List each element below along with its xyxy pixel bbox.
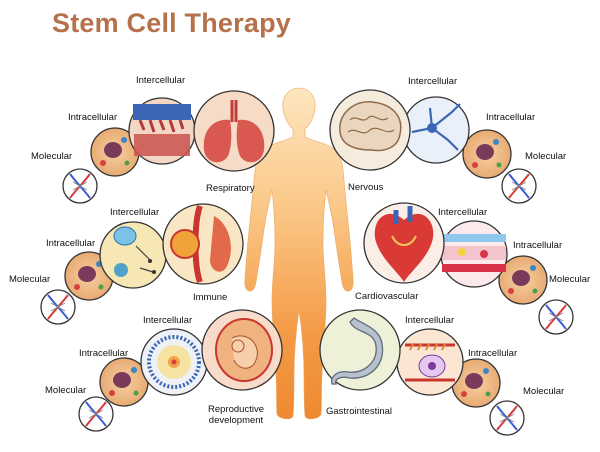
- intercellular-circle-reproductive: [140, 328, 208, 396]
- label-molecular-respiratory: Molecular: [31, 151, 73, 162]
- organ-circle-gastrointestinal: [319, 309, 401, 391]
- label-intercellular-respiratory: Intercellular: [136, 75, 186, 86]
- human-body-silhouette: [244, 87, 354, 420]
- intercellular-circle-nervous: [402, 96, 470, 164]
- label-intracellular-gastrointestinal: Intracellular: [468, 348, 518, 359]
- label-system-reproductive: Reproductive development: [200, 404, 272, 426]
- dna-circle-left-2: [40, 289, 76, 325]
- label-system-nervous: Nervous: [348, 182, 384, 193]
- label-system-cardiovascular: Cardiovascular: [355, 291, 419, 302]
- cell-circle-left-1: [90, 127, 140, 177]
- label-system-respiratory: Respiratory: [206, 183, 255, 194]
- cell-circle-right-2: [498, 255, 548, 305]
- intercellular-circle-immune: [99, 221, 167, 289]
- label-intracellular-nervous: Intracellular: [486, 112, 536, 123]
- label-intercellular-reproductive: Intercellular: [143, 315, 193, 326]
- dna-circle-left-1: [62, 168, 98, 204]
- intercellular-circle-gastrointestinal: [396, 328, 464, 396]
- label-intracellular-respiratory: Intracellular: [68, 112, 118, 123]
- dna-circle-right-3: [489, 400, 525, 436]
- label-system-reproductive-line2: development: [208, 415, 264, 426]
- label-intercellular-gastrointestinal: Intercellular: [405, 315, 455, 326]
- cell-circle-right-3: [451, 358, 501, 408]
- label-system-gastrointestinal: Gastrointestinal: [326, 406, 393, 417]
- label-molecular-nervous: Molecular: [525, 151, 567, 162]
- organ-circle-reproductive: [201, 309, 283, 391]
- label-intercellular-nervous: Intercellular: [408, 76, 458, 87]
- label-intracellular-reproductive: Intracellular: [79, 348, 129, 359]
- cell-circle-left-3: [99, 357, 149, 407]
- dna-circle-left-3: [78, 396, 114, 432]
- organ-circle-cardiovascular: [363, 202, 445, 284]
- organ-circle-respiratory: [193, 90, 275, 172]
- label-system-immune: Immune: [193, 292, 228, 303]
- label-intercellular-cardiovascular: Intercellular: [438, 207, 488, 218]
- organ-circle-nervous: [329, 89, 411, 171]
- intercellular-circle-respiratory: [128, 97, 196, 165]
- label-molecular-gastrointestinal: Molecular: [523, 386, 565, 397]
- cell-circle-right-1: [462, 129, 512, 179]
- label-system-reproductive-line1: Reproductive: [208, 404, 264, 415]
- label-molecular-cardiovascular: Molecular: [549, 274, 591, 285]
- label-intracellular-cardiovascular: Intracellular: [513, 240, 563, 251]
- label-molecular-reproductive: Molecular: [45, 385, 87, 396]
- intercellular-circle-cardiovascular: [440, 220, 508, 288]
- label-intracellular-immune: Intracellular: [46, 238, 96, 249]
- label-molecular-immune: Molecular: [9, 274, 51, 285]
- dna-circle-right-1: [501, 168, 537, 204]
- page-title: Stem Cell Therapy: [52, 8, 291, 38]
- organ-circle-immune: [162, 203, 244, 285]
- dna-circle-right-2: [538, 299, 574, 335]
- label-intercellular-immune: Intercellular: [110, 207, 160, 218]
